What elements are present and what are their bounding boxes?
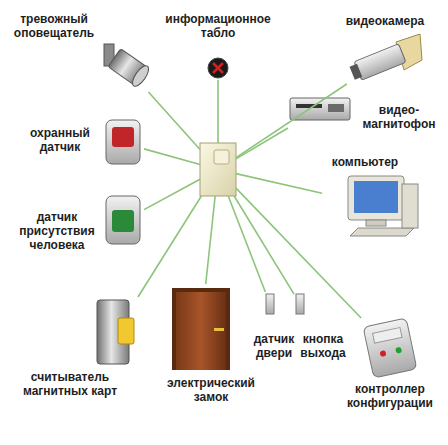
device-label: видеокамера: [342, 14, 428, 28]
device-label: видео- магнитофон: [356, 103, 442, 131]
device-node: считыватель магнитных карт: [8, 296, 138, 398]
sensor-window: [112, 210, 134, 232]
wire-connector: [148, 92, 200, 149]
wire-connector: [206, 196, 215, 284]
wire-connector: [236, 174, 322, 194]
wire-connector: [236, 128, 288, 159]
device-label: считыватель магнитных карт: [8, 370, 132, 398]
vcr-slot: [296, 104, 322, 108]
device-node: электрический замок: [164, 284, 258, 404]
computer-icon: [348, 176, 418, 236]
siren-horn: [130, 63, 152, 88]
config-led-green: [395, 347, 402, 354]
device-label: тревожный оповещатель: [8, 12, 100, 40]
device-node: тревожный оповещатель: [8, 12, 152, 92]
device-label: датчик присутствия человека: [12, 210, 102, 252]
device-node: охранный датчик: [20, 118, 144, 168]
config-controller-icon: [363, 318, 417, 378]
device-label: охранный датчик: [20, 126, 100, 154]
wire-connector: [236, 188, 361, 318]
camera-body: [354, 44, 406, 81]
device-node: видео- магнитофон: [288, 94, 442, 131]
sensor-body: [106, 120, 140, 164]
device-node: кнопка выхода: [294, 292, 348, 360]
device-node: компьютер: [322, 155, 420, 240]
camera-icon: [348, 34, 422, 83]
card-reader-icon: [97, 300, 134, 364]
presence-sensor-icon: [106, 196, 140, 244]
siren-icon: [104, 44, 152, 89]
wire-connector: [138, 196, 201, 297]
device-node: контроллер конфигурации: [340, 318, 440, 410]
device-node: датчик двери: [252, 292, 296, 360]
exit-button-icon: [296, 294, 304, 314]
device-node: видеокамера: [342, 14, 428, 84]
device-node: информационное табло: [162, 12, 274, 80]
central-controller-icon: [200, 143, 236, 196]
door-frame: [172, 288, 230, 370]
camera-lens: [350, 64, 363, 80]
board-cross: [213, 63, 223, 73]
board-disc: [208, 58, 228, 78]
device-label: датчик двери: [252, 332, 296, 360]
controller-window: [214, 150, 229, 164]
system-unit: [402, 184, 418, 228]
wire-connector: [236, 84, 347, 158]
door-handle: [214, 328, 224, 331]
config-display: [373, 327, 402, 343]
sensor-body: [106, 196, 140, 244]
security-sensor-icon: [106, 120, 140, 164]
monitor-stand: [366, 220, 386, 226]
monitor: [348, 176, 404, 220]
config-body: [363, 318, 417, 378]
device-label: кнопка выхода: [298, 332, 348, 360]
info-board-icon: [208, 58, 228, 78]
controller-node: [200, 143, 236, 196]
door-leaf: [176, 292, 226, 370]
wire-connector: [234, 196, 294, 294]
device-label: контроллер конфигурации: [340, 382, 440, 410]
vcr-panel: [328, 104, 344, 112]
device-node: датчик присутствия человека: [12, 193, 144, 252]
device-label: информационное табло: [162, 12, 274, 40]
wire-connector: [144, 149, 200, 165]
magnetic-card: [118, 318, 134, 344]
controller-body: [200, 143, 236, 196]
door-sensor-icon: [266, 294, 274, 314]
wire-connector: [228, 196, 265, 292]
device-label: компьютер: [322, 155, 408, 169]
screen: [354, 181, 398, 213]
device-label: электрический замок: [164, 376, 258, 404]
keyboard: [350, 228, 414, 236]
config-led-red: [379, 350, 386, 357]
wire-connector: [144, 179, 200, 209]
wire-connector: [217, 80, 219, 143]
door-icon: [172, 288, 230, 370]
sensor-window: [112, 127, 134, 147]
